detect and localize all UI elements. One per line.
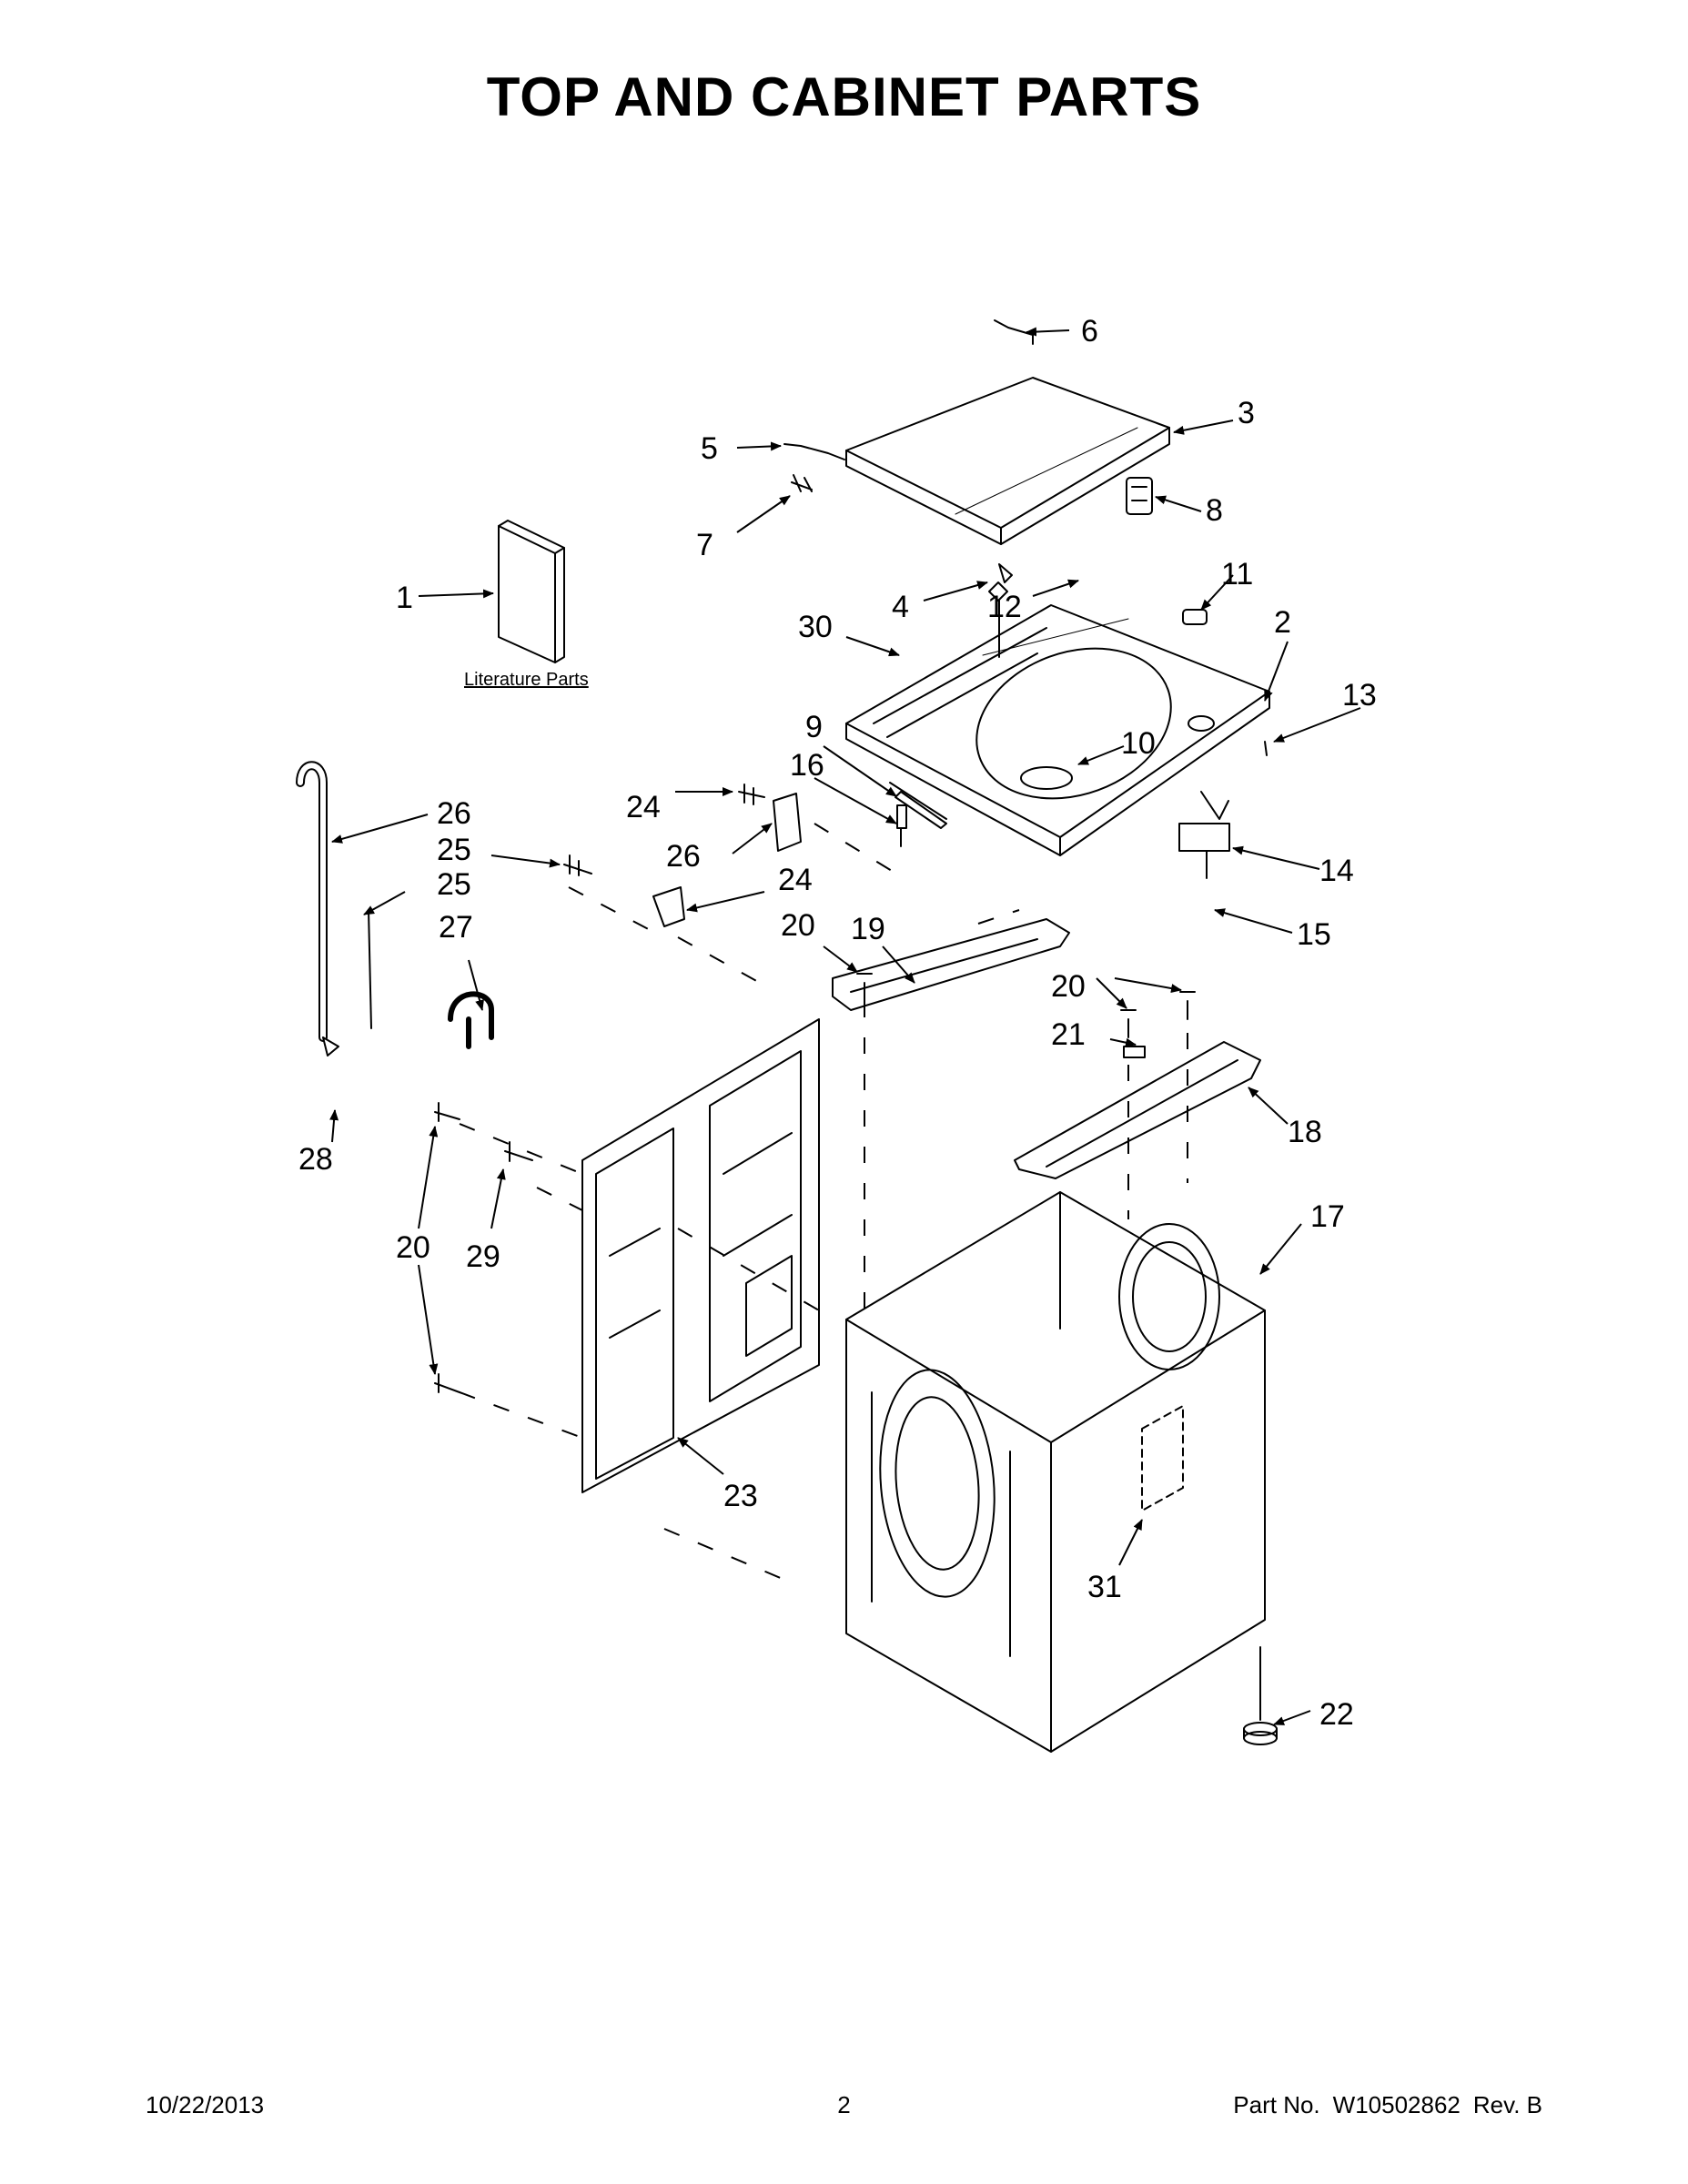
lid-hinge-front [783, 443, 845, 460]
top-panel [845, 604, 1270, 856]
callout-20-rear: 20 [1051, 969, 1086, 1004]
top-panel-small-parts [889, 563, 1268, 879]
rear-brace [1014, 1041, 1261, 1179]
callout-4: 4 [892, 590, 909, 624]
page-title: TOP AND CABINET PARTS [486, 66, 1202, 127]
screw-20-rear-b [1179, 991, 1196, 1020]
part-number: W10502862 [1332, 2091, 1461, 2118]
lid [845, 377, 1170, 545]
callout-20-left: 20 [396, 1230, 430, 1265]
part-prefix: Part No. [1233, 2091, 1320, 2118]
callout-19: 19 [851, 912, 885, 946]
screw-20-left-upper [434, 1102, 460, 1122]
callout-25: 25 [437, 833, 471, 867]
callout-23: 23 [723, 1479, 758, 1513]
callout-20-front: 20 [781, 908, 815, 943]
callout-3: 3 [1238, 396, 1255, 430]
callout-27: 24 [626, 790, 661, 824]
callout-29: 26 [437, 796, 471, 831]
lid-screw [791, 474, 813, 492]
side-panel [581, 1018, 820, 1493]
callout-8: 8 [1206, 493, 1223, 528]
drain-elbow [448, 991, 494, 1049]
callout-33: 30 [798, 610, 833, 644]
callout-34: 31 [1087, 1570, 1122, 1604]
callout-2: 2 [1274, 605, 1291, 640]
screw-20-rear-a [1120, 1009, 1137, 1038]
front-brace [832, 918, 1070, 1011]
callout-7: 7 [696, 528, 713, 562]
callout-1: 1 [396, 581, 413, 615]
footer-part-number: Part No. W10502862 Rev. B [1220, 2091, 1542, 2119]
callout-5: 5 [701, 431, 718, 466]
callout-31: 28 [298, 1142, 333, 1177]
clip-21 [1123, 1046, 1146, 1058]
hose-strap [368, 909, 372, 1029]
screw-27 [738, 784, 765, 805]
switch-actuator [895, 791, 947, 829]
callout-32: 29 [466, 1239, 500, 1274]
footer-page-number: 2 [837, 2091, 851, 2118]
clip-24 [652, 886, 685, 927]
callout-16: 16 [790, 748, 824, 783]
callout-12: 12 [987, 590, 1022, 624]
lid-lock [1126, 477, 1153, 515]
screw-20-left-lower [434, 1373, 460, 1393]
lid-hinge-rear [994, 319, 1034, 345]
callout-28: 25 [437, 867, 471, 902]
callout-15: 15 [1297, 917, 1331, 952]
screw-20-front [856, 973, 873, 1002]
literature-parts-label: Literature Parts [464, 670, 589, 690]
callout-21: 21 [1051, 1017, 1086, 1052]
callout-26: 26 [666, 839, 701, 874]
callout-9: 9 [805, 710, 823, 744]
callout-30: 27 [439, 910, 473, 945]
cabinet [845, 1191, 1266, 1753]
footer-date: 10/22/2013 [146, 2091, 265, 2118]
leveling-leg [1243, 1646, 1278, 1745]
callout-24: 24 [778, 863, 813, 897]
revision: Rev. B [1472, 2091, 1542, 2118]
callout-22: 22 [1319, 1697, 1354, 1732]
callout-labels: 6 3 5 7 8 1 4 12 11 30 2 13 9 10 16 14 1… [298, 314, 1377, 1732]
callout-10: 10 [1121, 726, 1156, 761]
leader-arrows [329, 327, 1361, 1725]
callout-14: 14 [1319, 854, 1354, 888]
screw-32 [504, 1141, 533, 1162]
literature-booklet [498, 520, 565, 663]
callout-11: 11 [1221, 557, 1253, 592]
callout-17: 17 [1310, 1199, 1345, 1234]
callout-6: 6 [1081, 314, 1098, 349]
assembly-guide-lines [459, 823, 1188, 1580]
callout-18: 18 [1288, 1115, 1322, 1149]
screw-25 [563, 854, 592, 876]
callout-13: 13 [1342, 678, 1377, 713]
hose-clamp [322, 1036, 339, 1057]
bracket-26 [773, 793, 802, 852]
drain-hose [296, 761, 328, 1042]
